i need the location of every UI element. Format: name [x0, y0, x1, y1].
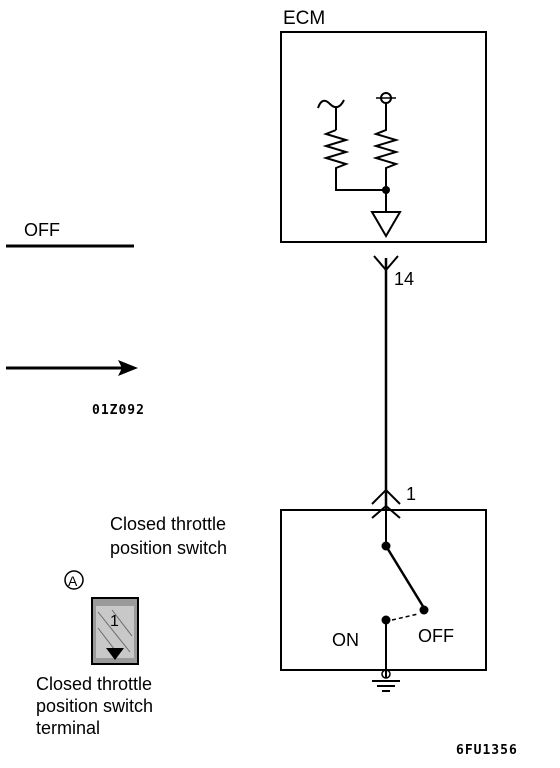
power-supply-icon	[317, 99, 345, 109]
figure-code-left: 01Z092	[92, 403, 145, 418]
circle-letter-icon	[64, 570, 84, 590]
terminal-caption-line1: Closed throttle	[36, 674, 152, 694]
ecm-box	[280, 31, 487, 243]
terminal-callout: A 1 Closed throttle position switch term…	[36, 570, 153, 738]
callout-letter: A	[68, 573, 78, 589]
connector-icon	[371, 488, 401, 505]
arrow-right-icon	[6, 360, 138, 376]
legend-off-label: OFF	[24, 220, 60, 240]
ecm-unit: ECM	[280, 8, 487, 243]
switch-name-line2: position switch	[110, 538, 227, 558]
switch-off-label: OFF	[418, 626, 454, 646]
junction-dot	[382, 186, 390, 194]
legend-off: OFF	[6, 220, 134, 248]
ground-icon	[372, 669, 400, 692]
figure-code-footer: 6FU1356	[456, 743, 518, 758]
switch-box	[280, 509, 487, 671]
terminal-caption-line3: terminal	[36, 718, 100, 738]
pin-1-label: 1	[406, 484, 416, 504]
switch-unit: 1 Closed throttle position switch ON OFF	[110, 484, 487, 692]
switch-off-contact	[419, 605, 429, 615]
terminal-number: 1	[110, 613, 119, 630]
resistor-icon	[372, 103, 400, 212]
terminal-caption-line2: position switch	[36, 696, 153, 716]
ecm-label: ECM	[283, 8, 325, 29]
pin-14-label: 14	[394, 269, 414, 289]
switch-name-line1: Closed throttle	[110, 514, 226, 534]
switch-blade	[384, 545, 426, 609]
ground-icon	[370, 211, 402, 238]
terminal-pointer-icon	[106, 648, 124, 660]
connector-ecm: 14	[373, 255, 414, 289]
resistor-icon	[322, 129, 386, 191]
switch-on-label: ON	[332, 630, 359, 650]
